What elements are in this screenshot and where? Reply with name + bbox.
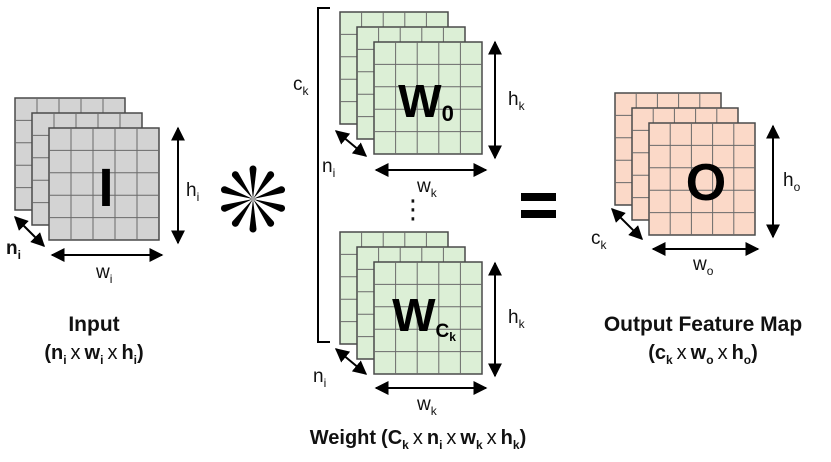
- weight-filter-0-symbol: W0: [398, 75, 454, 127]
- star-ray: [253, 171, 275, 199]
- weight-bottom-height-label: hk: [508, 307, 526, 331]
- weightc-layer-3: [373, 261, 483, 375]
- star-ray: [249, 199, 257, 233]
- input-depth-label: ni: [6, 238, 21, 262]
- star-ray: [231, 171, 253, 199]
- star-ray: [220, 186, 253, 199]
- star-ray: [253, 199, 275, 227]
- input-symbol: I: [98, 158, 113, 218]
- star-ray: [253, 186, 286, 199]
- weight-filter-last-stack: [339, 231, 483, 375]
- input-title: Input: [68, 313, 119, 336]
- input-depth-arrow: [14, 216, 45, 247]
- weight-top-width-label: wk: [416, 176, 438, 200]
- output-feature-map-stack: [614, 92, 756, 236]
- star-ray: [220, 199, 253, 212]
- output-symbol: O: [686, 154, 726, 212]
- star-ray: [231, 199, 253, 227]
- input-tensor-stack: [14, 97, 160, 241]
- output-depth-arrow: [611, 208, 643, 240]
- convolution-operator-icon: [220, 165, 286, 233]
- output-title: Output Feature Map: [604, 313, 802, 336]
- weight-bottom-width-label: wk: [416, 394, 438, 418]
- input-layer-3: [48, 127, 160, 241]
- input-width-label: wi: [95, 262, 112, 286]
- weight-top-depth-arrow: [334, 130, 368, 157]
- weight-top-height-label: hk: [508, 89, 526, 113]
- output-depth-label: ck: [591, 228, 608, 252]
- weight0-layer-3: [373, 41, 483, 155]
- input-height-label: hi: [186, 180, 199, 204]
- weight-bottom-depth-label: ni: [313, 366, 326, 390]
- star-ray: [249, 165, 257, 199]
- weight-filter-last-symbol: WCk: [392, 289, 456, 344]
- output-width-label: wo: [692, 254, 714, 278]
- weight-top-depth-label: ni: [322, 156, 335, 180]
- star-ray: [253, 199, 286, 212]
- weight-bracket: [317, 7, 330, 343]
- output-height-label: ho: [783, 170, 801, 194]
- weight-filter-0-stack: [339, 11, 483, 155]
- output-layer-3: [648, 122, 756, 236]
- weight-ellipsis: ⋮: [400, 194, 426, 224]
- equals-operator: [521, 193, 556, 218]
- weight-count-label: ck: [293, 74, 310, 98]
- weight-bottom-depth-arrow: [334, 348, 368, 375]
